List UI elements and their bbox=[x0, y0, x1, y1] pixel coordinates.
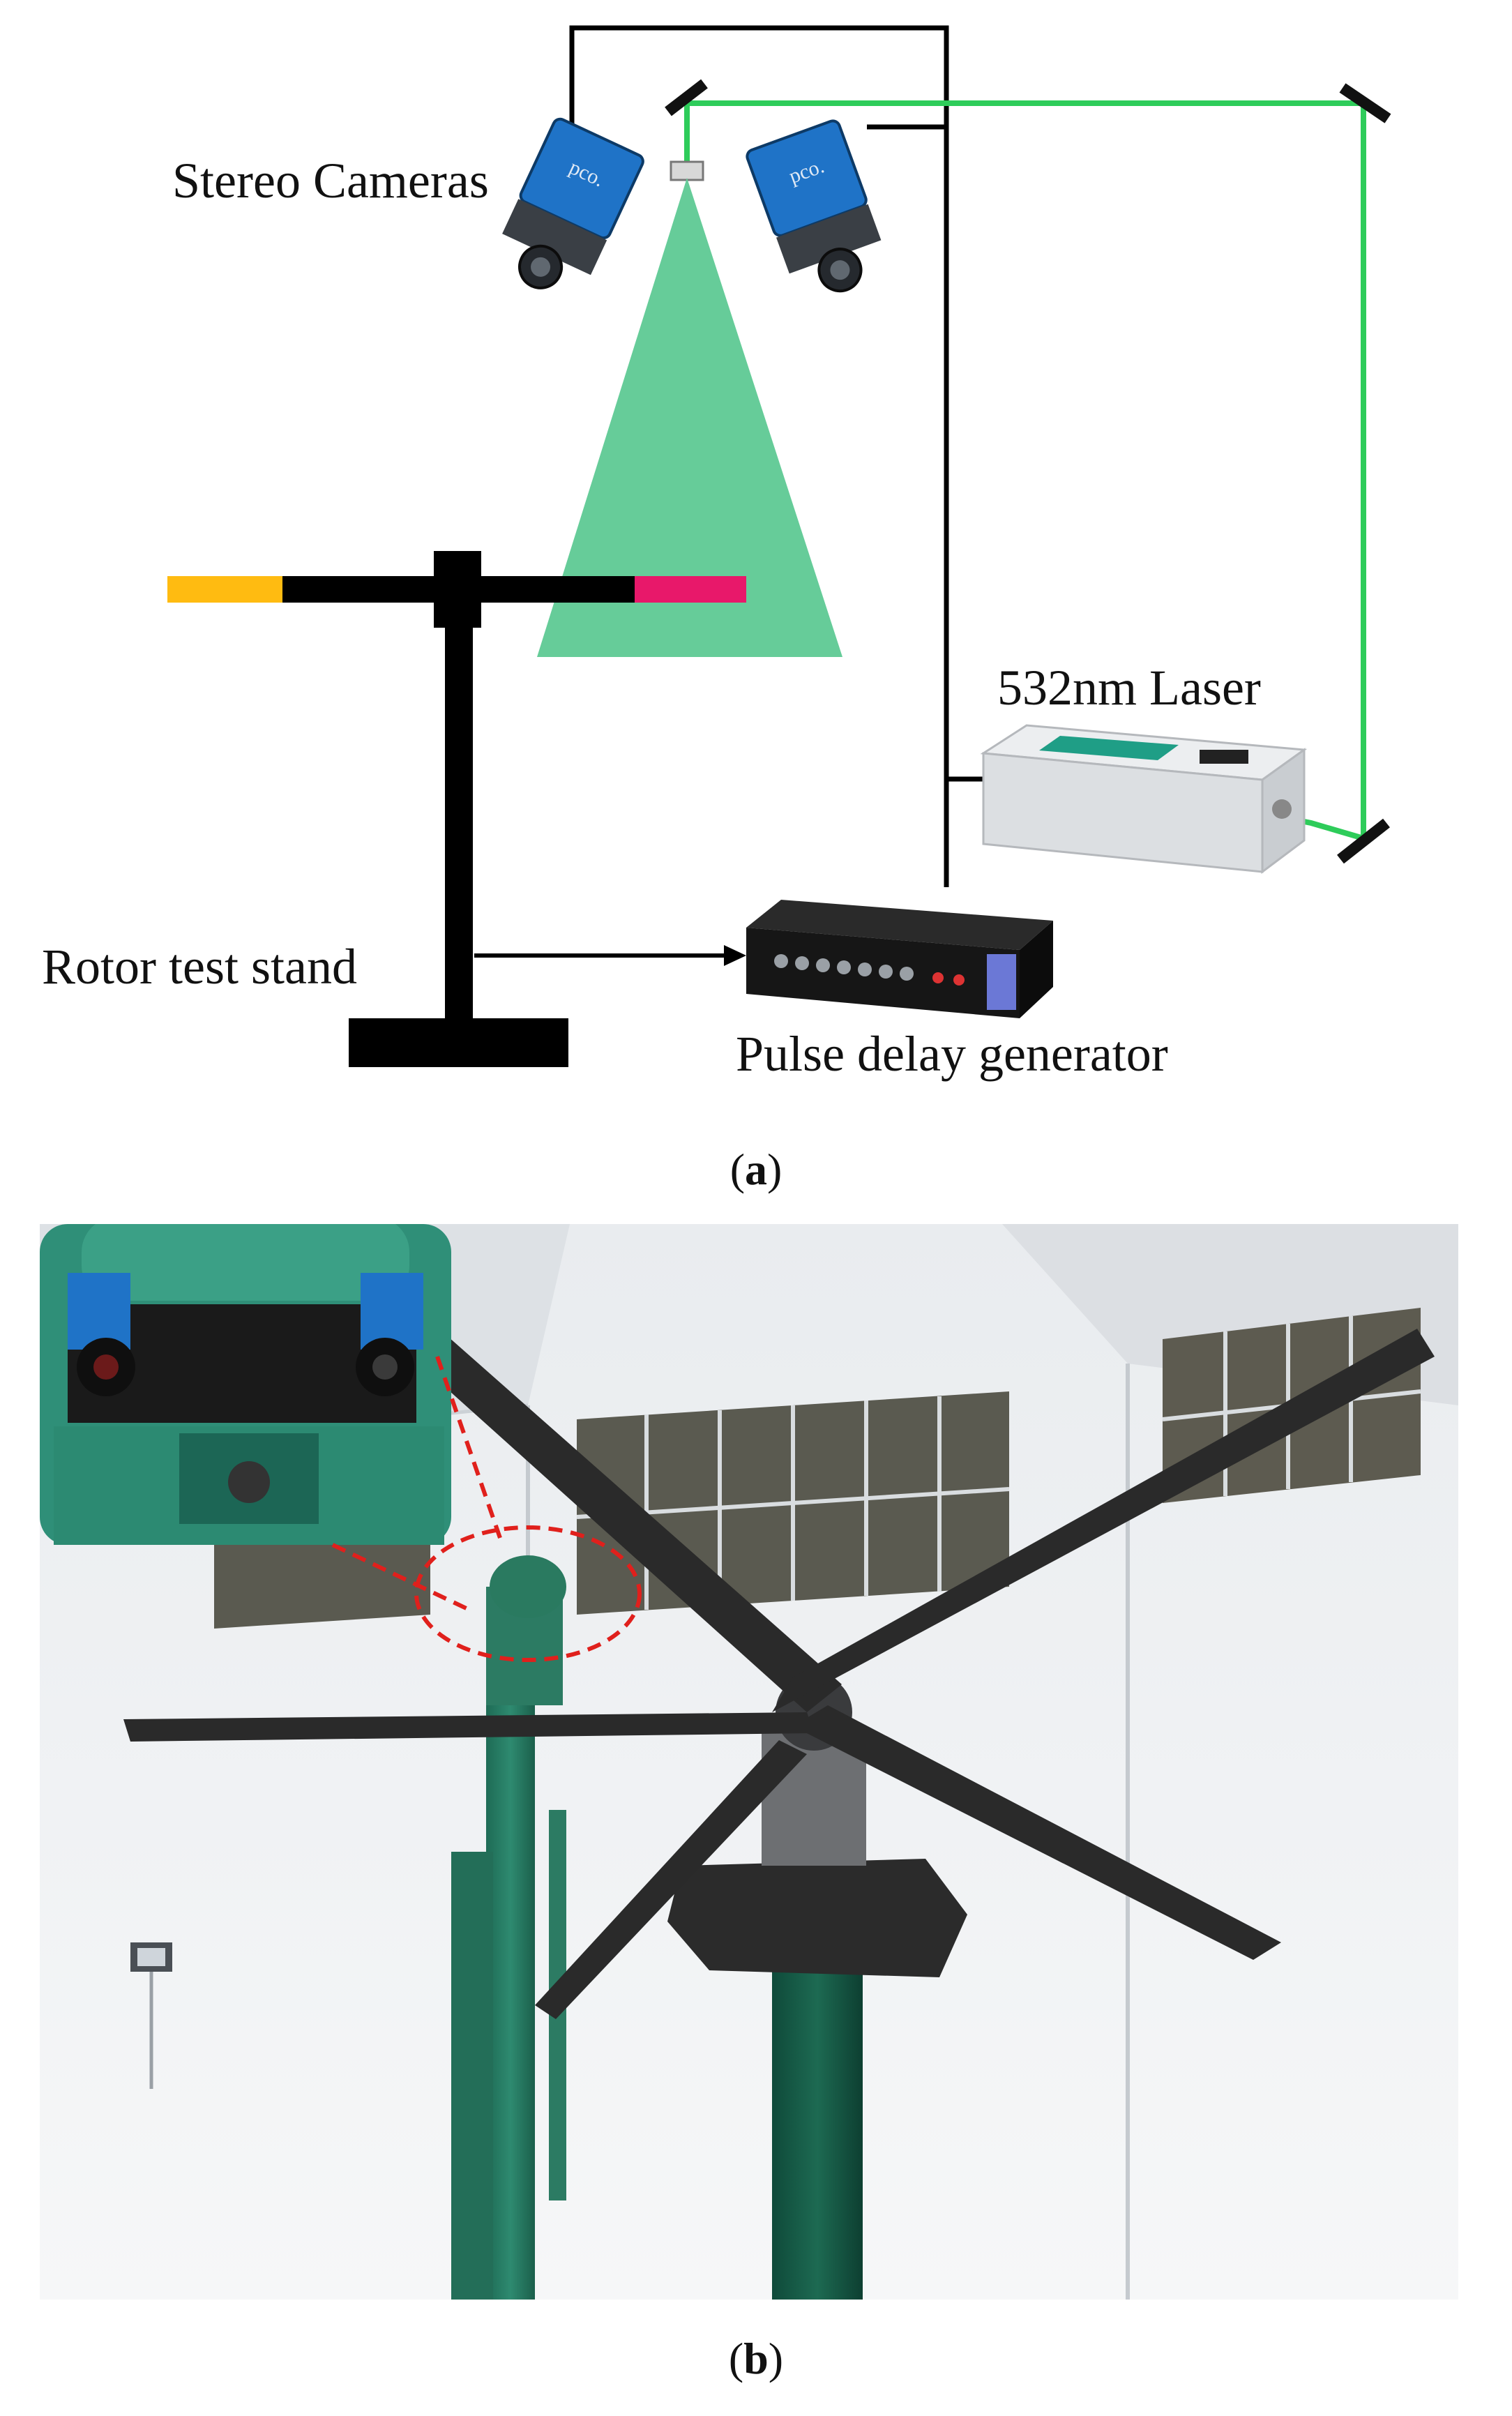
window-left bbox=[576, 1391, 1010, 1615]
schematic-diagram: pco. pco. bbox=[167, 25, 1391, 1067]
mirror-top-right bbox=[1339, 83, 1391, 123]
caption-b: (b) bbox=[728, 2334, 784, 2383]
highlight-marker bbox=[331, 1356, 642, 1662]
camera-left-icon: pco. bbox=[502, 117, 644, 289]
caption-a-letter: a bbox=[745, 1145, 767, 1194]
mirror-top-left bbox=[665, 79, 708, 116]
light-sheet bbox=[537, 178, 842, 657]
caption-a: (a) bbox=[729, 1145, 783, 1194]
laser-label: 532nm Laser bbox=[997, 660, 1261, 716]
rotor-test-stand-label: Rotor test stand bbox=[42, 939, 357, 995]
laser-unit-icon bbox=[980, 724, 1308, 874]
flood-light-icon bbox=[130, 1942, 172, 2089]
camera-right-icon: pco. bbox=[746, 119, 882, 293]
trigger-arrow bbox=[474, 945, 746, 966]
rotor-blade bbox=[167, 551, 746, 628]
stereo-cameras-label: Stereo Cameras bbox=[172, 153, 489, 209]
sheet-optics bbox=[670, 160, 704, 181]
pulse-generator-icon bbox=[746, 900, 1053, 1018]
rotor-test-photo bbox=[40, 1224, 1458, 2300]
caption-b-letter: b bbox=[743, 2334, 769, 2383]
stand-body bbox=[349, 614, 568, 1067]
pulse-delay-generator-label: Pulse delay generator bbox=[736, 1026, 1168, 1082]
camera-inset bbox=[40, 1224, 451, 1545]
mirror-bottom-right bbox=[1337, 818, 1390, 864]
